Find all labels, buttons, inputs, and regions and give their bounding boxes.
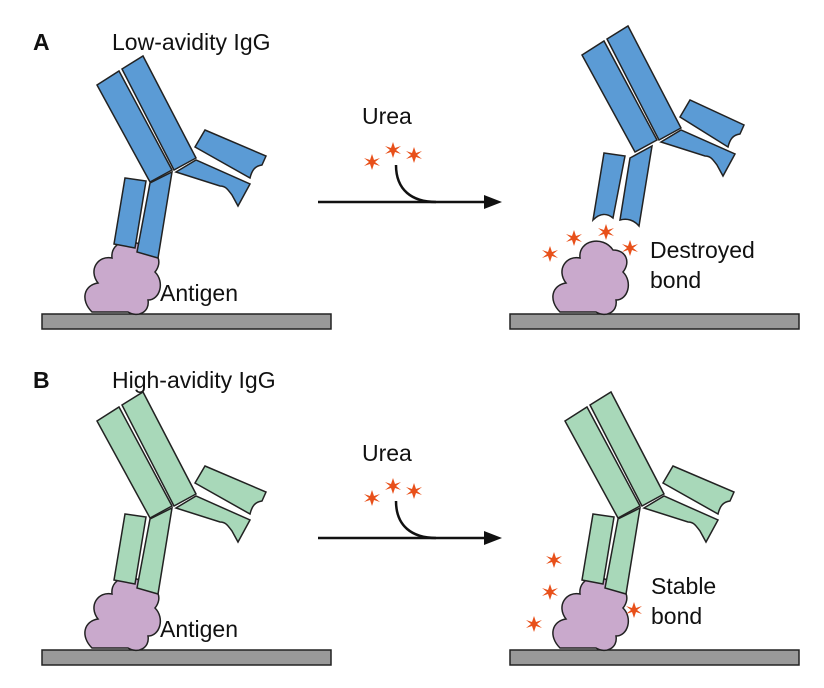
igg-antibody [96,54,267,259]
igg-antibody [96,390,267,595]
urea-star [546,552,562,568]
panel-title: Low-avidity IgG [112,29,271,55]
antigen-label: Antigen [160,280,238,306]
urea-star [385,478,401,494]
urea-molecules [526,552,642,632]
urea-star [406,147,422,163]
urea-molecules [364,478,422,506]
urea-star [622,240,638,256]
urea-star [598,224,614,240]
result-label-line2: bond [651,603,702,629]
igg-antibody-detached [581,24,745,228]
arrow-head [484,531,502,545]
urea-star [542,584,558,600]
reagent-label: Urea [362,103,412,129]
surface [41,649,332,666]
surface [509,313,800,330]
antigen-label: Antigen [160,616,238,642]
arrow-head [484,195,502,209]
result-label-line2: bond [650,267,701,293]
panel-b: B High-avidity IgG Antigen Urea [33,367,800,666]
reagent-label: Urea [362,440,412,466]
urea-star [542,246,558,262]
surface [509,649,800,666]
result-label: Stable [651,573,716,599]
panel-title: High-avidity IgG [112,367,276,393]
igg-antibody-bound [564,390,735,595]
surface [41,313,332,330]
panel-letter: B [33,367,50,393]
urea-molecules [364,142,422,170]
urea-molecules [542,224,638,262]
antigen [552,240,630,316]
urea-star [526,616,542,632]
result-label: Destroyed [650,237,755,263]
urea-star [364,490,380,506]
panel-letter: A [33,29,50,55]
panel-a: A Low-avidity IgG Antigen Urea [33,24,800,330]
urea-star [364,154,380,170]
urea-star [626,602,642,618]
reaction-arrow-curve [394,500,437,540]
urea-star [385,142,401,158]
urea-star [406,483,422,499]
urea-star [566,230,582,246]
reaction-arrow-curve [394,164,437,204]
